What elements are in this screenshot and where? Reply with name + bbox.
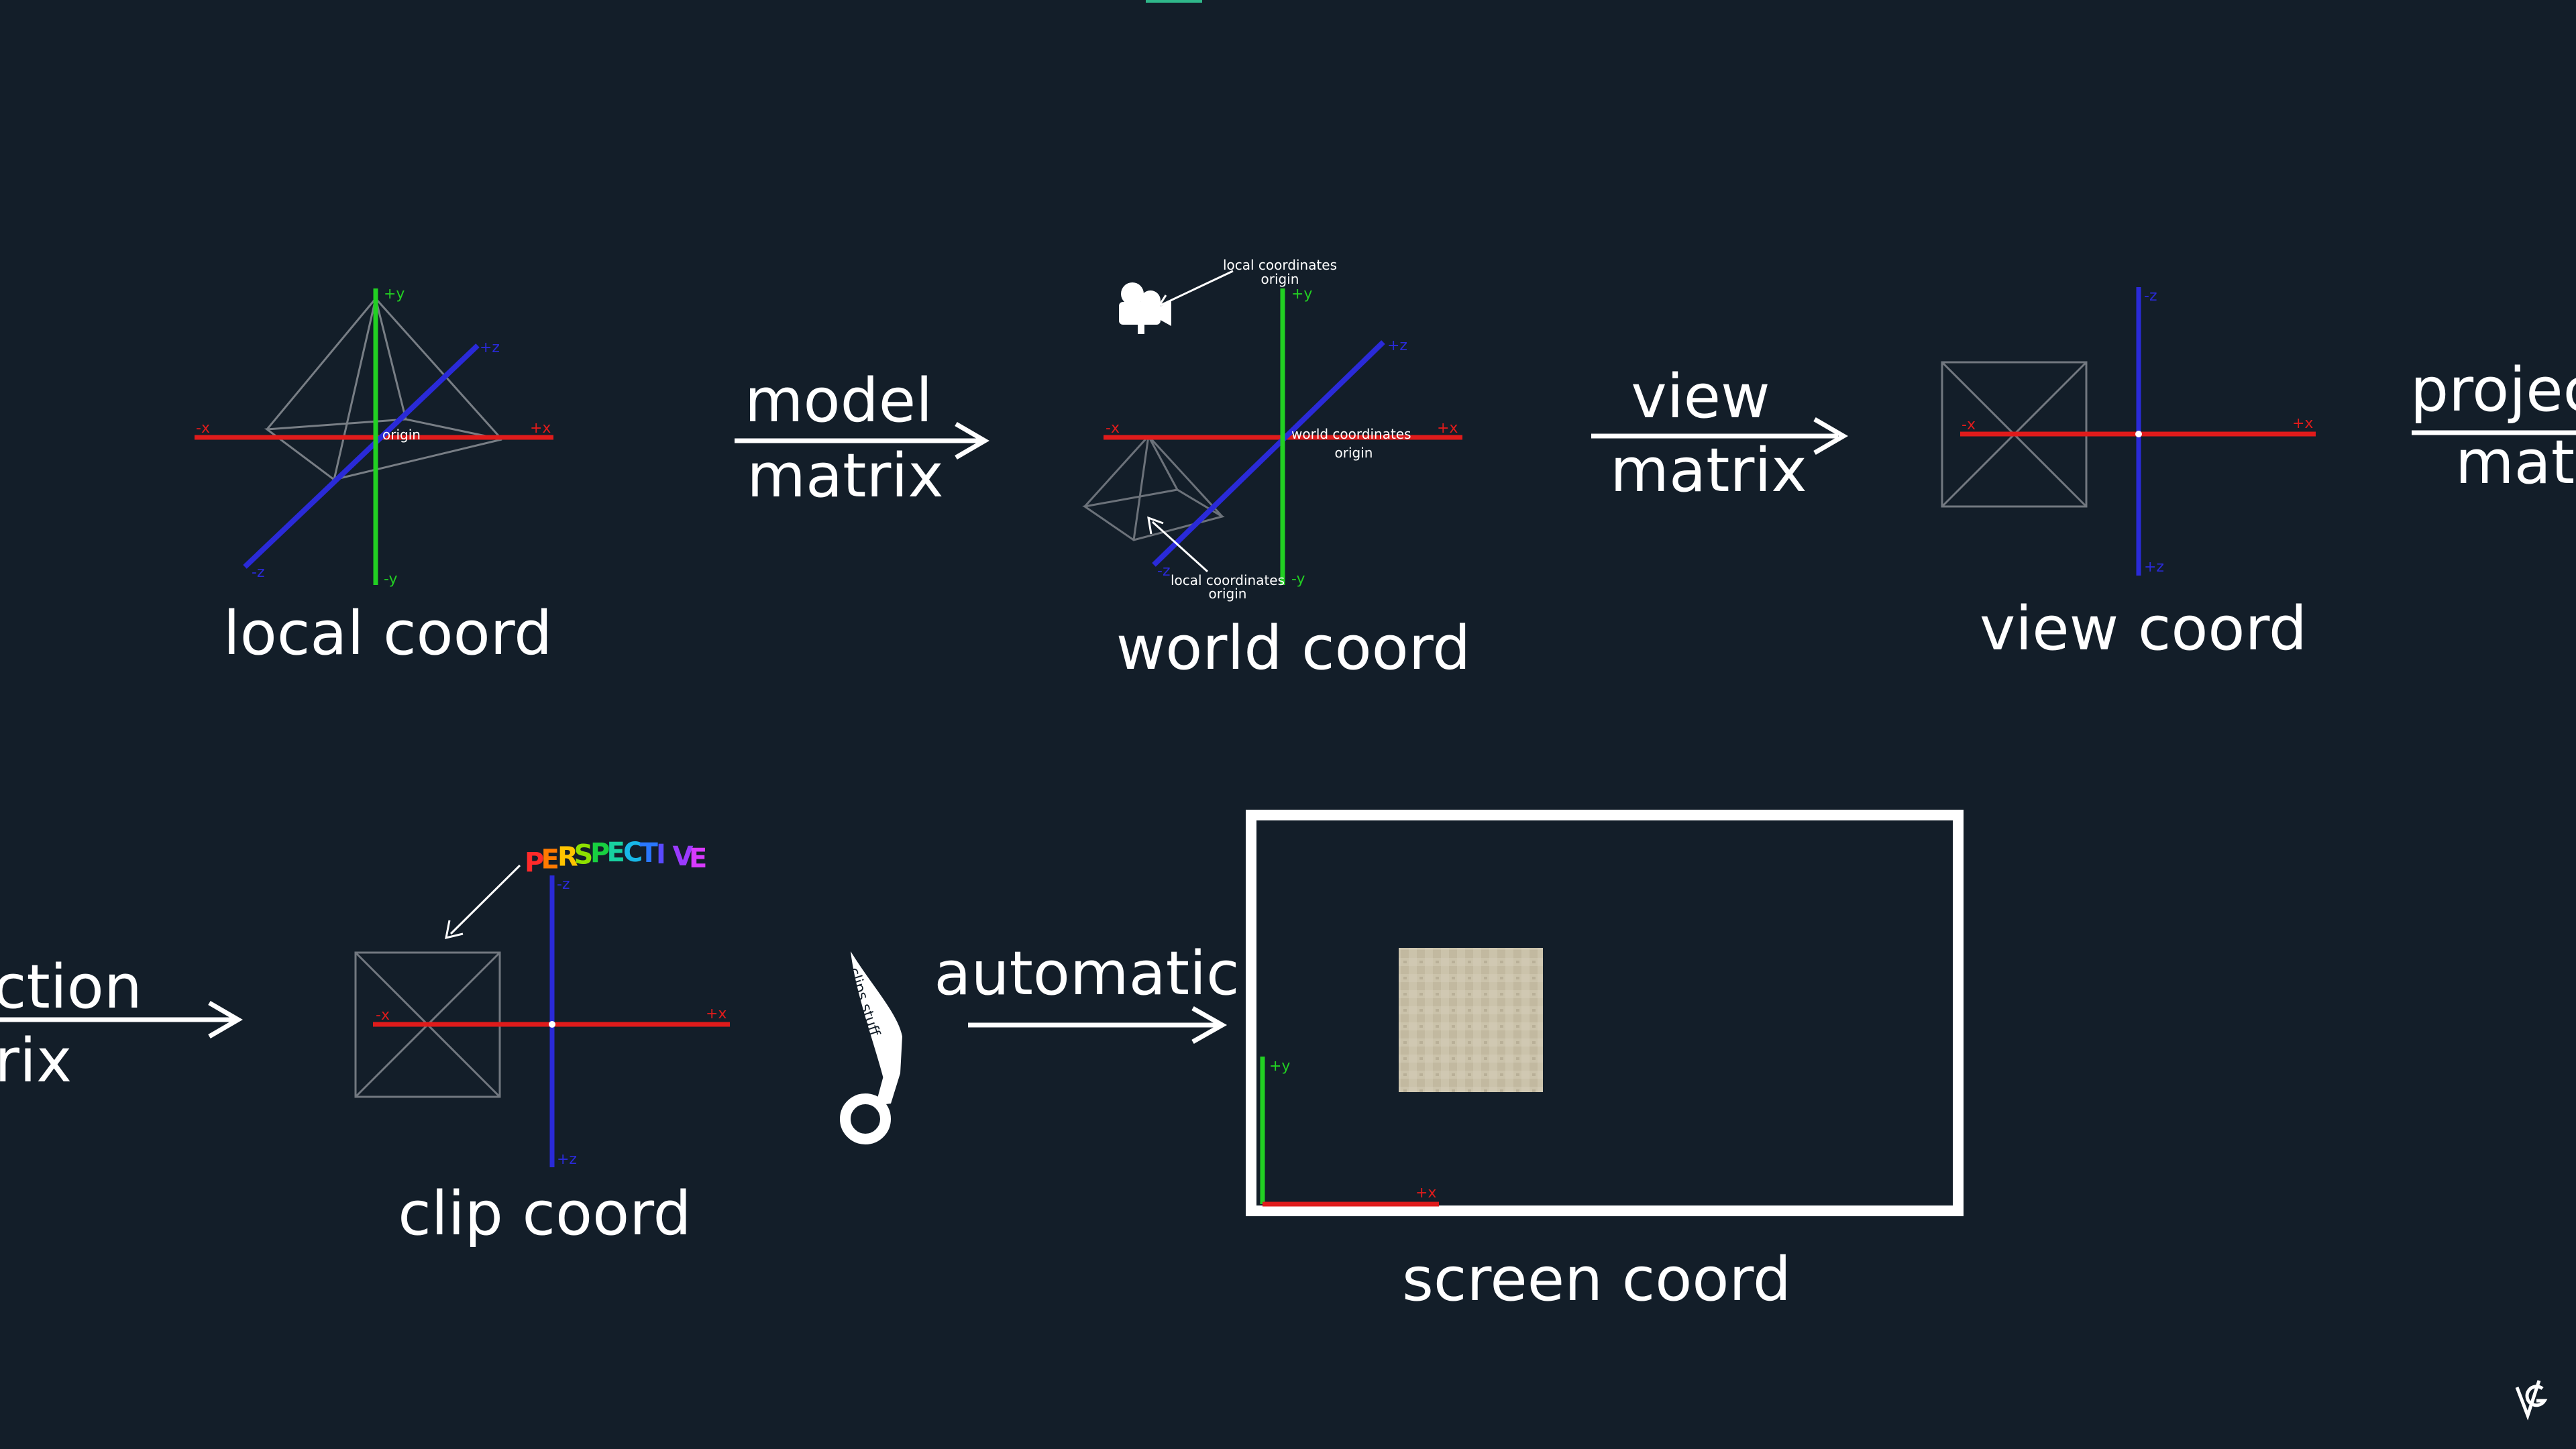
screen-frame	[1246, 810, 1964, 1216]
tick-pos-z: +z	[557, 1151, 577, 1168]
model-matrix-arrow: model matrix	[735, 366, 989, 511]
automatic-arrow: automatic	[934, 938, 1240, 1044]
movie-camera-icon	[1119, 282, 1171, 334]
channel-logo-icon	[2515, 1380, 2548, 1421]
tick-neg-x: -x	[1106, 420, 1120, 437]
ghost-pyramid	[1082, 435, 1225, 541]
arrow-head	[1191, 1006, 1228, 1044]
perspective-letter: E	[689, 843, 707, 874]
model-matrix-line2: matrix	[747, 441, 943, 511]
view-origin-dot	[2135, 431, 2142, 437]
clip-origin-dot	[549, 1021, 555, 1028]
scissors-handle	[840, 1093, 891, 1144]
arrow-head	[955, 421, 989, 460]
world-origin-label-line1: world coordinates	[1291, 426, 1411, 442]
tick-neg-z: -z	[1157, 563, 1171, 580]
tick-pos-x: +x	[706, 1006, 727, 1022]
local-coord-title: local coord	[223, 598, 552, 669]
perspective-letter: P	[590, 838, 610, 869]
automatic-label: automatic	[934, 938, 1239, 1009]
annotation-pointer	[1160, 270, 1234, 307]
local-origin-bottom-line1: local coordinates	[1171, 572, 1285, 588]
model-matrix-line1: model	[745, 366, 932, 436]
world-origin-label-line2: origin	[1335, 445, 1373, 461]
perspective-letter: R	[557, 842, 578, 873]
textured-square	[1399, 948, 1543, 1092]
tick-pos-z: +z	[2144, 559, 2164, 576]
z-axis	[1152, 340, 1385, 567]
world-coord-diagram: +y -y +x -x +z -z world coordinates orig…	[1082, 257, 1471, 684]
tick-pos-z: +z	[480, 339, 500, 356]
tick-pos-y: +y	[384, 286, 405, 303]
local-origin-bottom-line2: origin	[1209, 586, 1247, 602]
tick-neg-y: -y	[384, 571, 398, 588]
perspective-letter: P	[525, 847, 544, 878]
tick-pos-y: +y	[1269, 1058, 1290, 1075]
projection-matrix-arrow-top: projec mat	[2410, 355, 2576, 498]
projection-matrix-top-line2: mat	[2455, 427, 2575, 498]
perspective-letter: V	[673, 841, 694, 872]
tick-neg-x: -x	[196, 420, 210, 437]
perspective-letter: C	[623, 837, 643, 868]
view-matrix-arrow: view matrix	[1591, 362, 1848, 506]
tick-pos-z: +z	[1387, 337, 1407, 354]
tick-pos-x: +x	[530, 420, 551, 437]
view-coord-diagram: +x -x -z +z view coord	[1941, 287, 2316, 664]
perspective-letter: I	[656, 839, 666, 870]
tick-neg-y: -y	[1291, 571, 1305, 588]
clip-coord-title: clip coord	[398, 1179, 691, 1249]
perspective-pointer	[449, 864, 521, 935]
screen-coord-diagram: +y +x screen coord	[1246, 810, 1964, 1315]
projection-matrix-bottom-line2: rix	[0, 1026, 72, 1096]
perspective-pointer-head	[445, 920, 464, 940]
local-origin-top-line1: local coordinates	[1223, 257, 1337, 273]
tick-neg-x: -x	[376, 1007, 390, 1024]
scissors-blade	[851, 951, 902, 1081]
annotation-pointer-bottom	[1151, 521, 1209, 573]
pyramid-wireframe	[264, 297, 503, 481]
tick-pos-x: +x	[2292, 415, 2313, 432]
tick-neg-z: -z	[557, 876, 570, 893]
local-origin-top-line2: origin	[1261, 271, 1299, 287]
projection-matrix-top-line1: projec	[2410, 355, 2576, 425]
scissors-icon: clips stuff	[840, 951, 902, 1144]
perspective-letter: T	[640, 838, 659, 869]
local-coord-diagram: origin +y -y +x -x +z -z local coord	[195, 286, 553, 669]
scissors-pivot	[875, 1073, 900, 1106]
arrow-head	[208, 1000, 243, 1039]
view-matrix-line2: matrix	[1610, 435, 1807, 506]
screen-coord-title: screen coord	[1402, 1244, 1791, 1315]
world-coord-title: world coord	[1116, 613, 1471, 684]
perspective-letter: S	[574, 839, 594, 870]
view-coord-title: view coord	[1980, 594, 2307, 664]
projection-matrix-arrow-bottom: ction rix	[0, 952, 243, 1096]
view-matrix-line1: view	[1631, 362, 1770, 432]
tick-neg-x: -x	[1962, 417, 1976, 433]
tick-neg-z: -z	[252, 564, 265, 581]
perspective-letter: E	[541, 845, 559, 875]
origin-label: origin	[382, 427, 421, 443]
tick-neg-z: -z	[2144, 288, 2157, 305]
tick-pos-y: +y	[1291, 286, 1312, 303]
projection-matrix-bottom-line1: ction	[0, 952, 142, 1022]
arrow-head	[1813, 417, 1848, 455]
z-axis	[243, 343, 480, 569]
top-marker	[1146, 0, 1202, 3]
tick-pos-x: +x	[1415, 1185, 1436, 1201]
annotation-pointer-bottom-head	[1147, 516, 1164, 535]
tick-pos-x: +x	[1437, 420, 1458, 437]
perspective-letter: E	[607, 837, 625, 868]
